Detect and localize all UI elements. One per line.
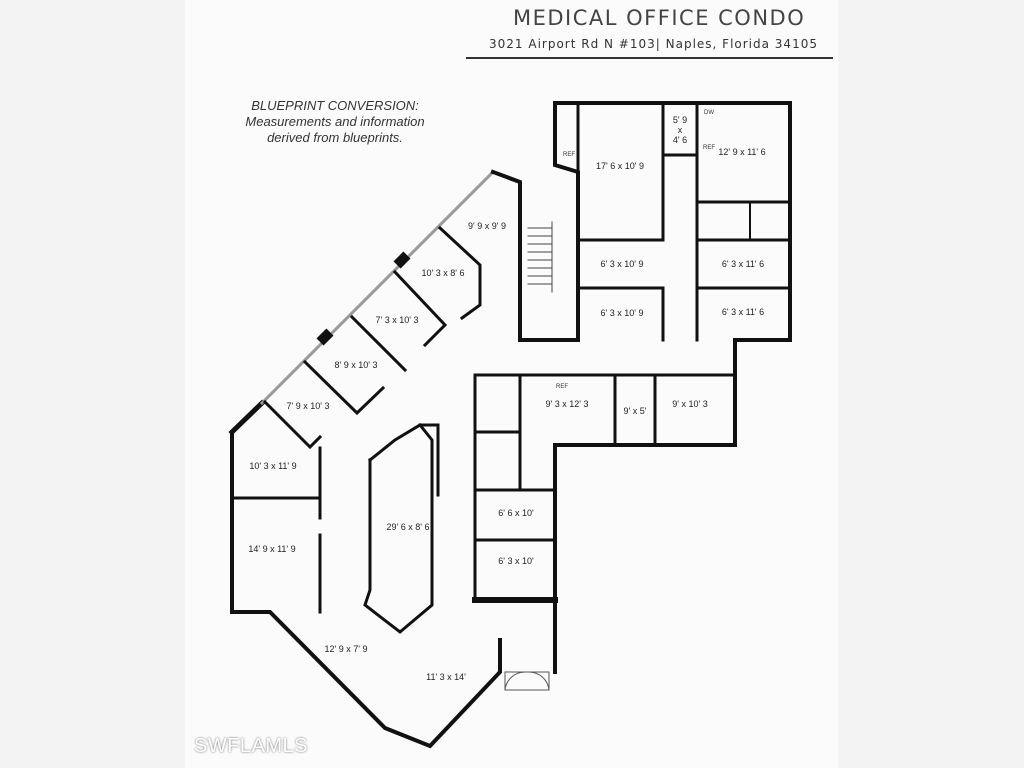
restroom-walls — [473, 373, 737, 602]
station-wall — [418, 423, 440, 497]
note-line: derived from blueprints. — [267, 130, 403, 145]
room-label: 12' 9 x 11' 6 — [718, 147, 766, 157]
room-label: 29' 6 x 8' 6 — [386, 522, 430, 532]
room-label: 6' 3 x 11' 6 — [721, 259, 765, 269]
column — [393, 251, 411, 269]
refrigerator-label: REF — [703, 145, 715, 151]
window-wall — [259, 169, 496, 406]
room-label: 9' 9 x 9' 9 — [468, 221, 506, 231]
note-line: BLUEPRINT CONVERSION: — [251, 98, 419, 113]
entry-door-icon — [504, 671, 550, 691]
column — [316, 328, 334, 346]
room-label: 10' 3 x 11' 9 — [249, 461, 297, 471]
room-label: 14' 9 x 11' 9 — [248, 544, 296, 554]
room-label: 5' 9 x 4' 6 — [672, 115, 688, 145]
stairs — [527, 221, 553, 293]
property-address: 3021 Airport Rd N #103| Naples, Florida … — [489, 37, 818, 51]
room-label: 7' 3 x 10' 3 — [375, 315, 419, 325]
title-divider — [466, 57, 833, 59]
refrigerator-label: REF — [563, 152, 575, 158]
room-label: 9' x 5' — [623, 406, 647, 416]
blueprint-note: BLUEPRINT CONVERSION: Measurements and i… — [215, 98, 455, 146]
room-label: 7' 9 x 10' 3 — [286, 401, 330, 411]
room-label: 6' 6 x 10' — [498, 508, 534, 518]
outer-wall — [230, 430, 502, 749]
note-line: Measurements and information — [245, 114, 425, 129]
dishwasher-label: DW — [704, 110, 714, 116]
floor-plan-sheet — [185, 0, 838, 768]
room-label: 6' 3 x 10' 9 — [600, 259, 644, 269]
refrigerator-label: REF — [556, 384, 568, 390]
page-title: MEDICAL OFFICE CONDO — [513, 6, 806, 30]
outer-wall — [490, 101, 792, 674]
watermark: SWFLAMLS — [194, 735, 309, 757]
room-label: 8' 9 x 10' 3 — [334, 360, 378, 370]
office-partitions — [230, 225, 482, 614]
station-wall — [363, 423, 434, 634]
outer-wall — [228, 399, 266, 436]
room-label: 6' 3 x 10' 9 — [600, 308, 644, 318]
interior-wall — [576, 286, 665, 342]
room-label: 10' 3 x 8' 6 — [421, 268, 465, 278]
room-label: 11' 3 x 14' — [426, 672, 466, 682]
room-label: 6' 3 x 10' — [498, 556, 534, 566]
room-label: 12' 9 x 7' 9 — [324, 644, 368, 654]
room-label: 9' 3 x 12' 3 — [545, 399, 589, 409]
interior-wall — [576, 101, 665, 342]
room-label: 17' 6 x 10' 9 — [596, 161, 644, 171]
room-label: 9' x 10' 3 — [672, 399, 708, 409]
room-label: 6' 3 x 11' 6 — [721, 307, 765, 317]
